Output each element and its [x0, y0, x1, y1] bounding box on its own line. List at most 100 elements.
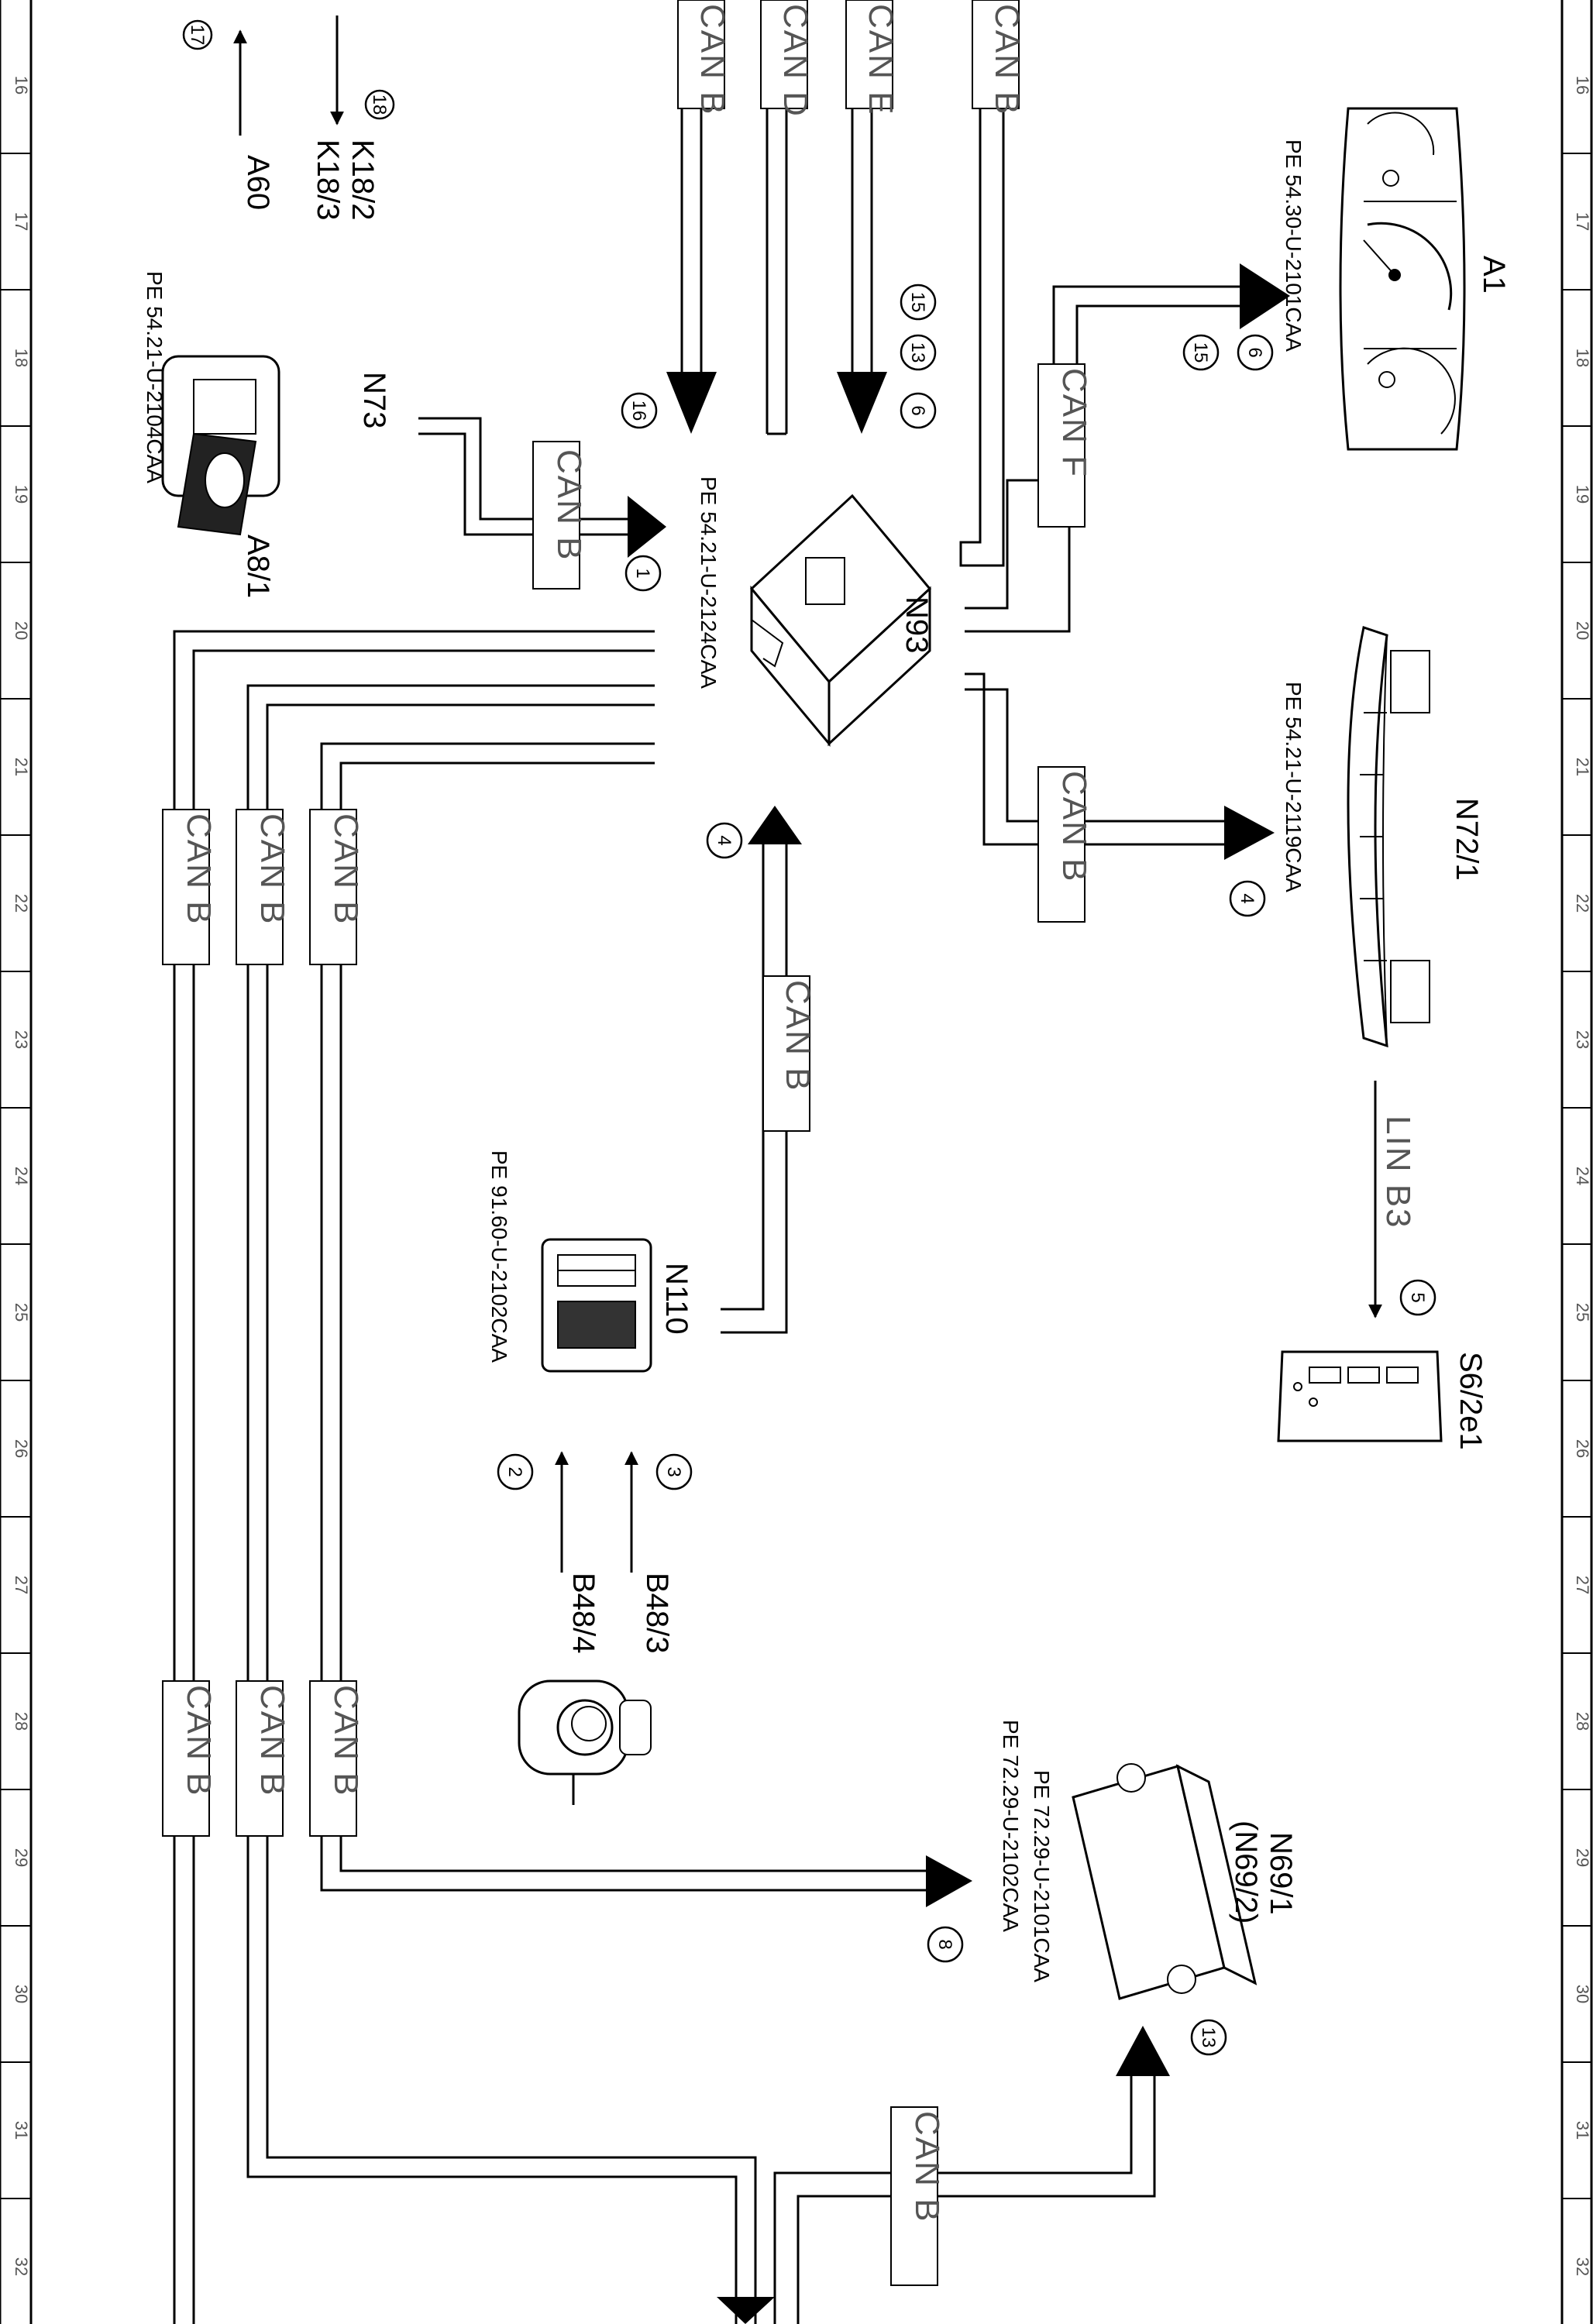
s6-2e1-component: S6/2e1: [1277, 1350, 1488, 1450]
bus-label-can-b-left6: CAN B: [327, 1685, 365, 1796]
a60-signal: 17 A60: [182, 19, 275, 210]
grid-number-left: 22: [12, 894, 31, 913]
a1-label: A1: [1477, 256, 1511, 294]
bus-label-can-b-left3: CAN B: [327, 813, 365, 925]
grid-number-right: 27: [1573, 1576, 1592, 1594]
circle-6a: 6: [907, 405, 928, 415]
circle-1: 1: [632, 568, 653, 578]
b48-4-label: B48/4: [566, 1573, 600, 1654]
grid-number-left: 30: [12, 1985, 31, 2003]
grid-number-left: 32: [12, 2257, 31, 2276]
grid-number-right: 22: [1573, 894, 1592, 913]
can-b-to-n69: CAN B 13: [773, 2019, 1227, 2324]
grid-number-left: 28: [12, 1712, 31, 1731]
a60-label: A60: [241, 155, 275, 210]
bus-label-can-f: CAN F: [1055, 368, 1093, 478]
bus-label-can-e: CAN E: [862, 4, 900, 115]
circle-3: 3: [663, 1466, 684, 1477]
b48-component: [518, 1679, 652, 1805]
circle-15b: 15: [1190, 342, 1211, 363]
n110-bus: CAN B 4: [706, 806, 817, 1334]
grid-number-left: 23: [12, 1030, 31, 1049]
grid-number-right: 20: [1573, 621, 1592, 640]
bus-label-can-d: CAN D: [776, 4, 814, 118]
circle-16: 16: [628, 401, 649, 421]
grid-number-right: 18: [1573, 349, 1592, 367]
n110-component: PE 91.60-U-2102CAA N110: [487, 1150, 693, 1373]
bus-label-can-b-left4: CAN B: [180, 1685, 218, 1796]
circle-2: 2: [504, 1466, 525, 1477]
can-b-to-n72: CAN B 4: [965, 672, 1275, 923]
grid-number-right: 30: [1573, 1985, 1592, 2003]
grid-number-right: 31: [1573, 2121, 1592, 2140]
bus-label-can-b-top2: CAN B: [988, 4, 1026, 115]
n69-ref1: PE 72.29-U-2101CAA: [1030, 1770, 1054, 1982]
k18-signal: 18 K18/2 K18/3: [311, 15, 395, 221]
circle-8: 8: [934, 1939, 955, 1949]
grid-number-left: 25: [12, 1303, 31, 1322]
grid-number-right: 19: [1573, 485, 1592, 504]
grid-number-left: 20: [12, 621, 31, 640]
n93-component: PE 54.21-U-2124CAA N93: [697, 476, 934, 748]
n110-label: N110: [659, 1263, 693, 1335]
n72-1-ref: PE 54.21-U-2119CAA: [1282, 682, 1306, 892]
lin-b3-signal: LIN B3 5: [1368, 1081, 1436, 1318]
bus-label-can-b-top: CAN B: [693, 4, 731, 115]
b48-signals: 2 3 B48/4 B48/3: [497, 1451, 693, 1654]
bus-label-can-b-left2: CAN B: [253, 813, 291, 925]
grid-number-right: 23: [1573, 1030, 1592, 1049]
grid-number-left: 27: [12, 1576, 31, 1594]
bus-label-can-b: CAN B: [550, 449, 588, 561]
a1-component: PE 54.30-U-2101CAA A1: [1282, 107, 1511, 451]
grid-number-right: 29: [1573, 1848, 1592, 1867]
grid-number-left: 16: [12, 76, 31, 95]
grid-number-right: 16: [1573, 76, 1592, 95]
n72-1-label: N72/1: [1450, 798, 1484, 881]
grid-number-right: 32: [1573, 2257, 1592, 2276]
n73-to-n93-bus: CAN B 1: [418, 417, 666, 592]
grid-number-right: 28: [1573, 1712, 1592, 1731]
k18-3-label: K18/3: [311, 139, 345, 221]
grid-number-left: 26: [12, 1439, 31, 1458]
b48-3-label: B48/3: [640, 1573, 674, 1654]
circle-4b: 4: [1237, 893, 1258, 903]
n73-label: N73: [357, 372, 391, 428]
circle-18: 18: [369, 95, 390, 115]
bus-label-can-b-n69: CAN B: [908, 2111, 946, 2223]
n69-2-label: (N69/2): [1229, 1820, 1263, 1923]
n73-ref: PE 54.21-U-2104CAA: [143, 271, 167, 483]
bus-label-can-b-n110: CAN B: [779, 980, 817, 1092]
grid-number-right: 21: [1573, 758, 1592, 776]
n73-component: PE 54.21-U-2104CAA N73 A8/1: [143, 271, 391, 598]
can-f-to-a1: CAN F 6 15: [965, 263, 1290, 633]
circle-4a: 4: [714, 835, 735, 845]
a8-1-label: A8/1: [241, 535, 275, 598]
n93-label: N93: [900, 596, 934, 653]
grid-number-left: 29: [12, 1848, 31, 1867]
left-can-bundle: 8 CAN B CAN B CAN B CAN B CAN B CAN B: [162, 630, 972, 2324]
k18-2-label: K18/2: [346, 139, 380, 221]
grid-number-right: 17: [1573, 212, 1592, 231]
n93-ref: PE 54.21-U-2124CAA: [697, 476, 721, 689]
circle-5: 5: [1407, 1292, 1428, 1302]
grid-number-left: 18: [12, 349, 31, 367]
circle-6b: 6: [1244, 347, 1265, 357]
n69-ref2: PE 72.29-U-2102CAA: [999, 1720, 1023, 1932]
n110-ref: PE 91.60-U-2102CAA: [487, 1150, 511, 1363]
top-buses: CAN B 16 CAN D CAN E 15 13 6 CAN B: [621, 0, 1026, 567]
grid-number-left: 21: [12, 758, 31, 776]
bus-label-can-b-n72: CAN B: [1055, 771, 1093, 882]
a1-ref: PE 54.30-U-2101CAA: [1282, 139, 1306, 352]
n72-1-component: PE 54.21-U-2119CAA N72/1: [1282, 626, 1484, 1048]
grid-number-left: 19: [12, 485, 31, 504]
circle-13b: 13: [1198, 2027, 1219, 2048]
circle-17: 17: [187, 25, 208, 46]
circle-15a: 15: [907, 292, 928, 313]
n69-1-label: N69/1: [1264, 1832, 1298, 1915]
grid-number-right: 25: [1573, 1303, 1592, 1322]
grid-number-left: 24: [12, 1167, 31, 1185]
bus-label-can-b-left5: CAN B: [253, 1685, 291, 1796]
